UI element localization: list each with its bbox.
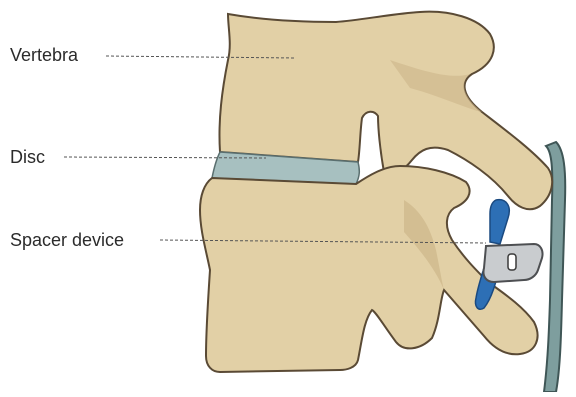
spacer-wing-upper bbox=[490, 200, 509, 244]
label-disc: Disc bbox=[10, 148, 45, 166]
label-spacer-device: Spacer device bbox=[10, 231, 124, 249]
label-vertebra: Vertebra bbox=[10, 46, 78, 64]
spacer-slot bbox=[508, 254, 516, 270]
